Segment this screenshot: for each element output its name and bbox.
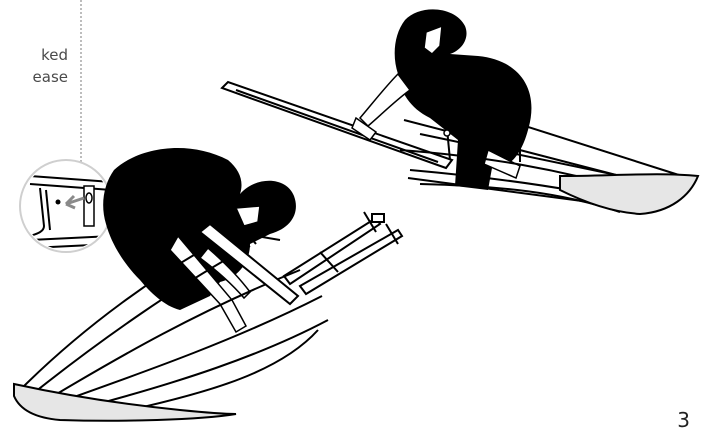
- lower-ladder: [284, 212, 402, 294]
- page-number: 3: [677, 408, 690, 432]
- upper-hull: [560, 174, 698, 214]
- lower-hull: [14, 384, 236, 421]
- detail-callout: [20, 160, 112, 252]
- upper-scene: [222, 9, 698, 214]
- lower-person: [103, 148, 296, 332]
- upper-bolt: [444, 130, 450, 136]
